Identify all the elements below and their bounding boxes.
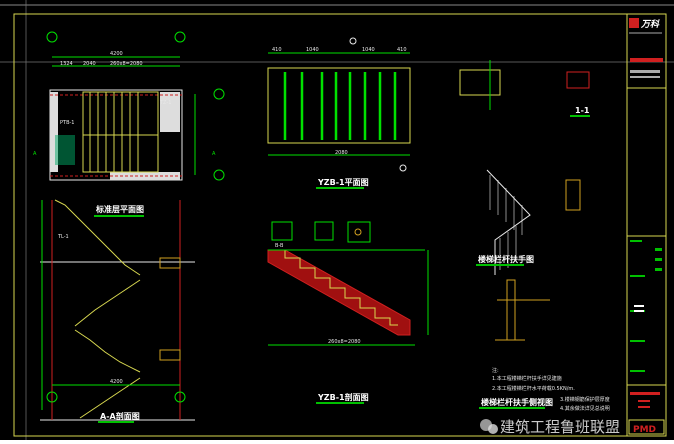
title-railing: 楼梯栏杆扶手图 bbox=[478, 254, 534, 264]
note: 4.其余做法详见总说明 bbox=[560, 405, 610, 412]
dim: 260x8=2080 bbox=[328, 339, 361, 345]
dim: 410 bbox=[272, 47, 282, 53]
title-section-aa: A-A剖面图 bbox=[100, 411, 140, 421]
label: TZ-1 bbox=[159, 100, 171, 106]
yzb-plan: 410 1040 1040 410 2080 YZB-1平面图 bbox=[267, 37, 411, 189]
note: 2.本工程楼梯栏杆水平荷载0.5KN/m. bbox=[492, 385, 575, 392]
notes: 注: 1.本工程楼梯栏杆扶手详见建施 2.本工程楼梯栏杆水平荷载0.5KN/m.… bbox=[492, 367, 610, 412]
title-floor-plan: 标准层平面图 bbox=[95, 204, 144, 214]
axis-label: A bbox=[33, 151, 37, 157]
watermark: 建筑工程鲁班联盟 bbox=[480, 418, 620, 436]
label: PTB-1 bbox=[60, 120, 75, 126]
dim: 260x8=2080 bbox=[110, 61, 143, 67]
yzb-section: 260x8=2080 YZB-1剖面图 bbox=[267, 249, 429, 404]
brand-logo: 万科 bbox=[640, 19, 660, 30]
dim: 410 bbox=[397, 47, 407, 53]
dim: 1324 bbox=[60, 61, 73, 67]
section-aa: 4200 TL-1 A-A剖面图 bbox=[40, 199, 195, 423]
title-section-11: 1-1 bbox=[575, 106, 590, 115]
note: 3.楼梯钢筋保护层厚度 bbox=[560, 396, 610, 403]
axis-label: A bbox=[212, 151, 216, 157]
detail-label: B-B bbox=[275, 243, 284, 249]
title-yzb-section: YZB-1剖面图 bbox=[317, 392, 369, 402]
railing-elevation: 楼梯栏杆扶手图 bbox=[476, 169, 581, 341]
dim: 1040 bbox=[306, 47, 319, 53]
title-railing-side: 楼梯栏杆扶手侧视图 bbox=[481, 397, 553, 407]
floor-plan: 4200 1324 2040 260x8=2080 A A TZ-1 PTB-1… bbox=[33, 31, 225, 217]
note: 注: bbox=[492, 367, 499, 374]
stamp: PMD bbox=[633, 425, 656, 435]
dim-overall: 4200 bbox=[110, 379, 123, 385]
title-yzb-plan: YZB-1平面图 bbox=[317, 178, 369, 187]
dim-overall: 4200 bbox=[110, 51, 123, 57]
detail-sections: 1-1 bbox=[271, 60, 590, 243]
sheet-border bbox=[13, 13, 667, 437]
dim: 2040 bbox=[83, 61, 96, 67]
note: 1.本工程楼梯栏杆扶手详见建施 bbox=[492, 375, 562, 382]
dim: 1040 bbox=[362, 47, 375, 53]
dim: 2080 bbox=[335, 150, 348, 156]
label-tl: TL-1 bbox=[57, 234, 69, 240]
watermark-text: 建筑工程鲁班联盟 bbox=[500, 418, 620, 436]
title-block: 万科 PMD bbox=[626, 14, 666, 436]
